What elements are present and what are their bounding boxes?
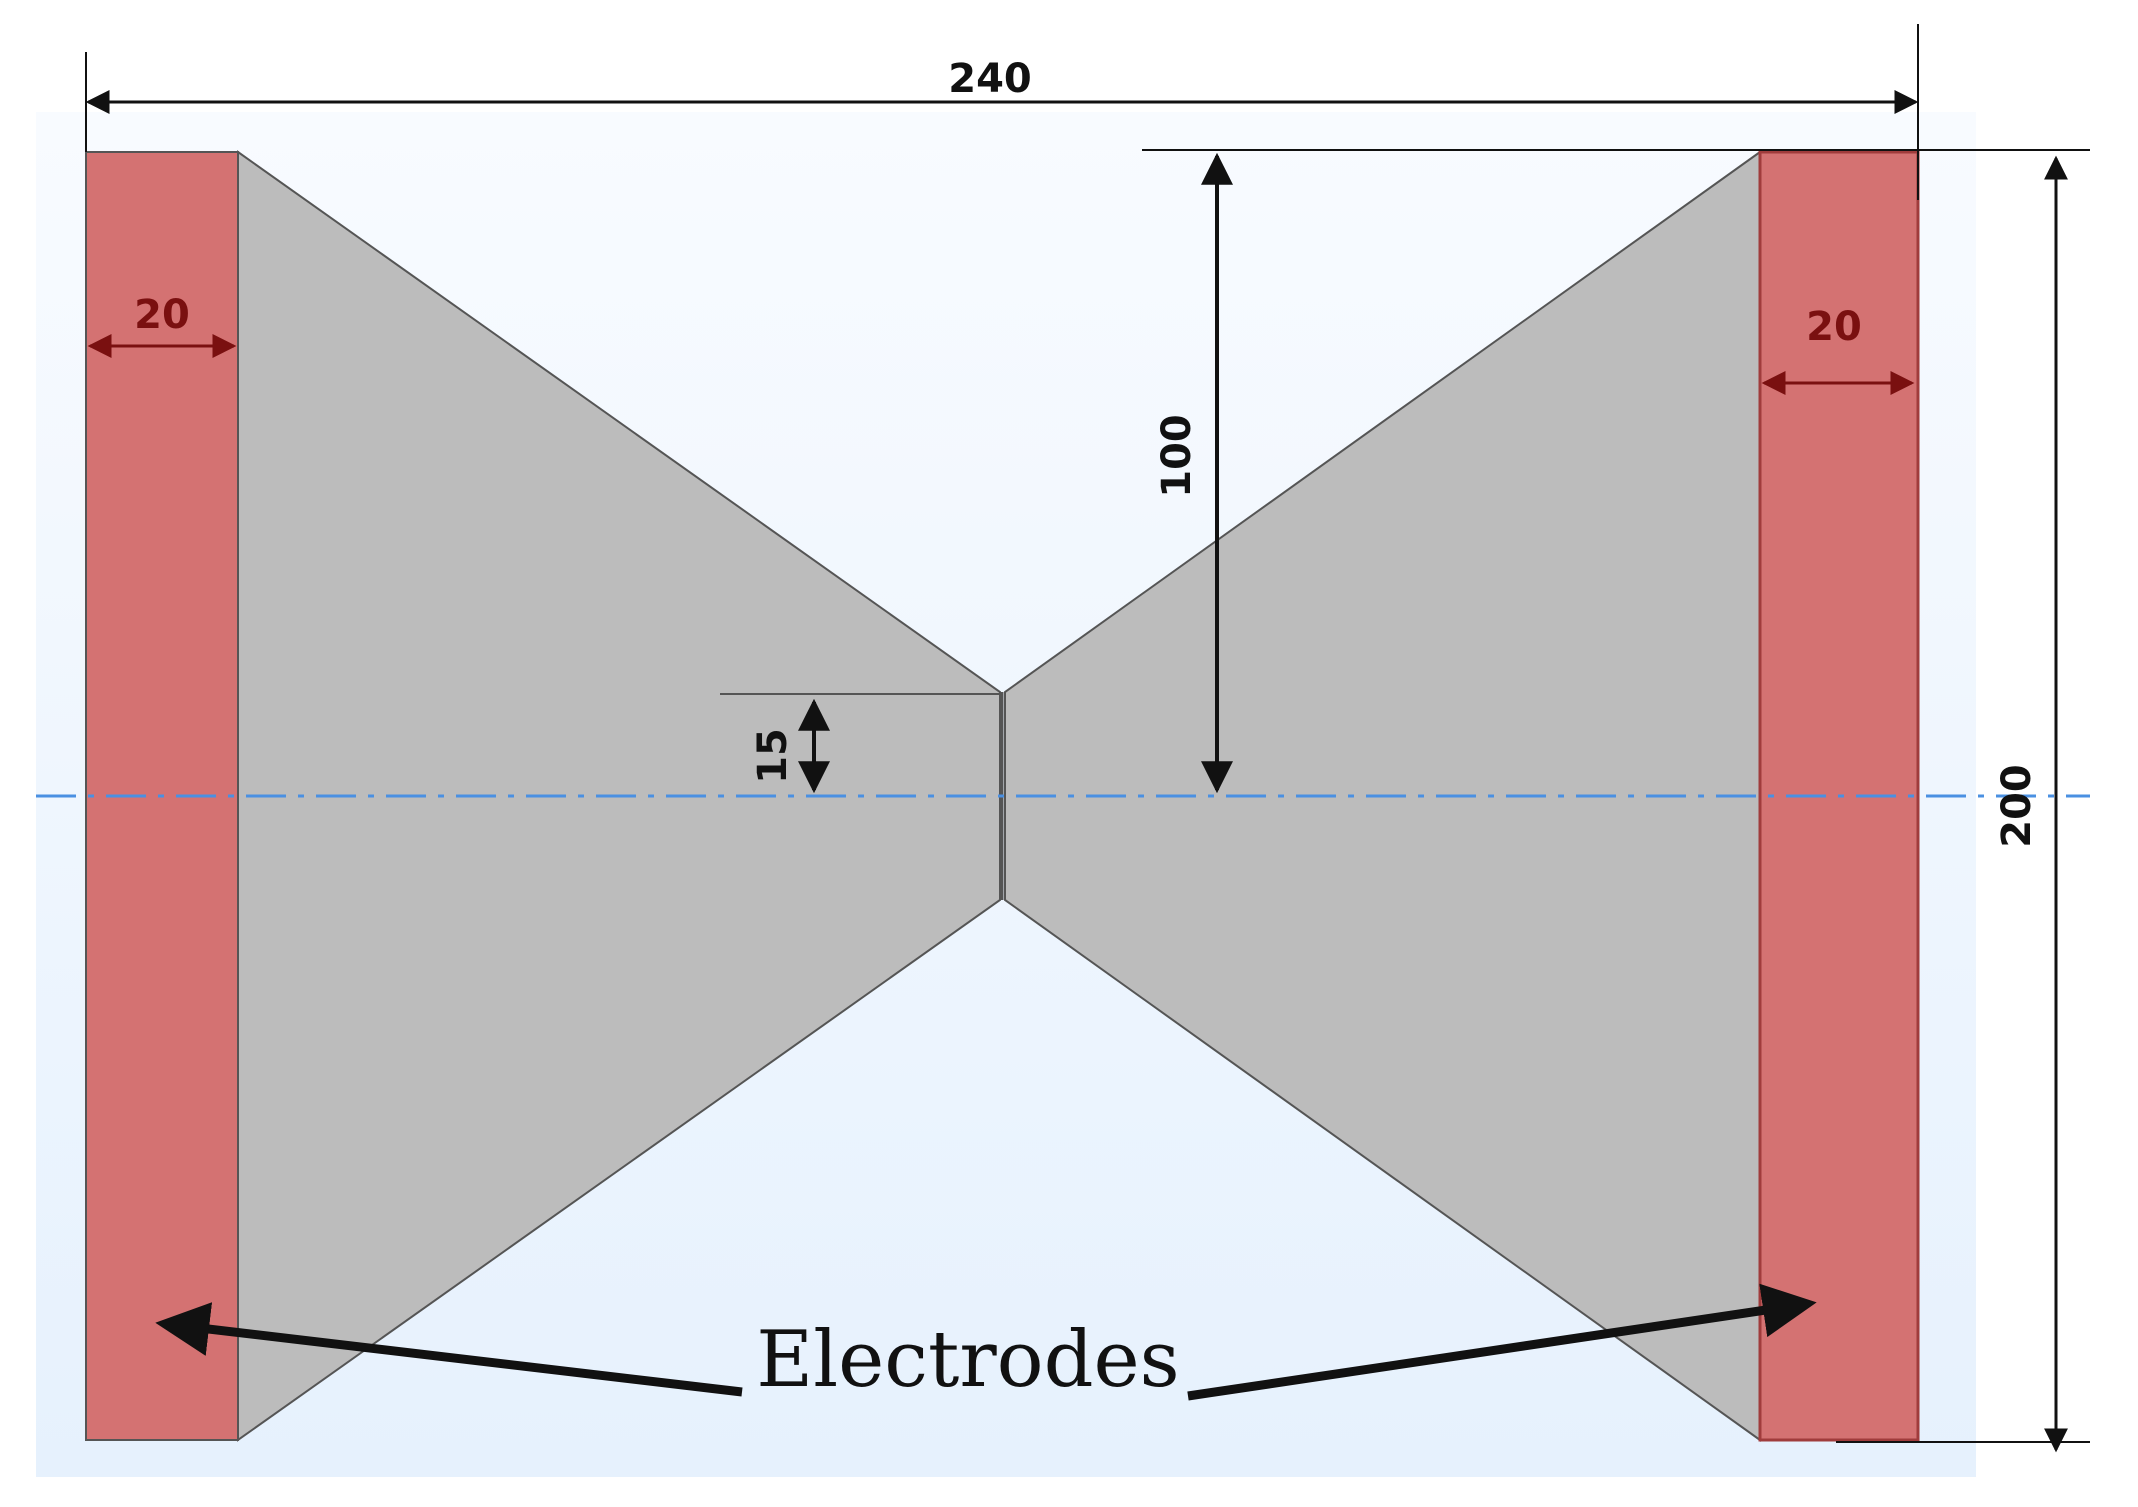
neck-half-width-label: 15	[750, 728, 796, 784]
electrodes-arrow-right	[1187, 1283, 1817, 1401]
right-electrode-width-label: 20	[1806, 304, 1862, 350]
total-width-label: 240	[948, 56, 1032, 102]
left-electrode-width-label: 20	[134, 292, 190, 338]
half-height-label: 100	[1154, 414, 1200, 498]
total-height-label: 200	[1994, 764, 2040, 848]
electrodes-label: Electrodes	[756, 1315, 1179, 1405]
electrodes-arrow-left	[155, 1302, 743, 1397]
